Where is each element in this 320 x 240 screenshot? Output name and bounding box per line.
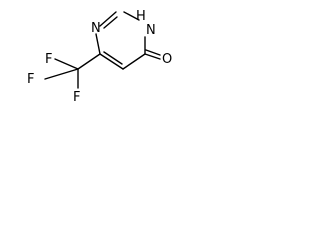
carbonyl-bond: [144, 49, 161, 60]
bond-cf3-f1: [44, 68, 79, 80]
chemical-structure: N H N O F F F: [27, 9, 172, 105]
atom-o-label: O: [162, 52, 172, 67]
bond-c2-n3: [123, 11, 140, 21]
bond-c4-c5: [122, 53, 146, 70]
bond-c4-o: [144, 53, 161, 60]
bond-n1-c2: [99, 11, 117, 27]
bond-cf3-f3: [54, 58, 79, 70]
bond-c6-cf3: [77, 53, 101, 70]
atom-f1-label: F: [27, 72, 34, 87]
ring-bonds: [95, 11, 146, 70]
atom-f2-label: F: [45, 52, 52, 67]
bond-c6-n1: [95, 33, 101, 55]
atom-n3-label: N: [146, 23, 156, 38]
atom-n3-h-label: H: [136, 9, 146, 24]
trifluoromethyl-bonds: [44, 53, 101, 89]
atom-n1-label: N: [91, 21, 101, 36]
atom-f3-label: F: [73, 90, 80, 105]
bond-c5-c6: [99, 53, 124, 70]
bond-c5-c6-inner: [103, 51, 123, 65]
bond-c4-o-inner: [145, 49, 161, 56]
bond-n1-c2-inner: [103, 16, 118, 29]
